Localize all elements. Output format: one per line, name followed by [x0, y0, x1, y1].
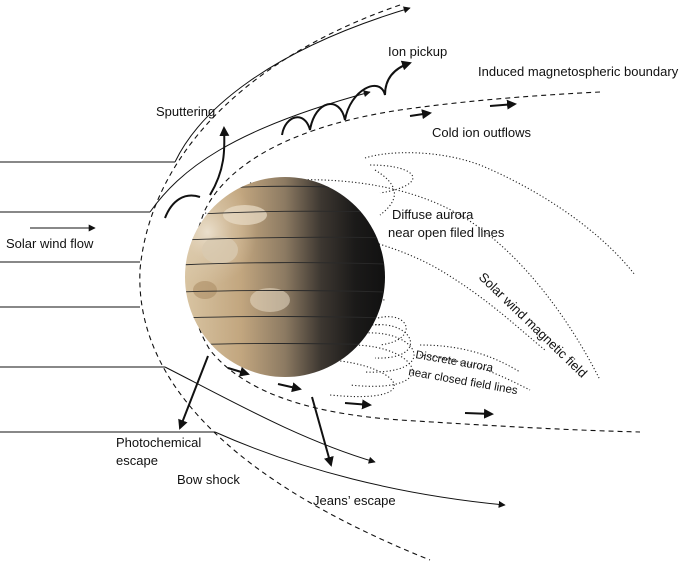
planet-icon [185, 177, 385, 377]
closed-field-loops [329, 316, 531, 398]
label-solar-wind-flow: Solar wind flow [6, 236, 94, 251]
jeans-escape-arrow [311, 396, 334, 467]
solar-wind-lines [0, 161, 215, 433]
label-photochemical-1: Photochemical [116, 435, 201, 450]
label-induced-boundary: Induced magnetospheric boundary [478, 64, 679, 79]
label-jeans-escape: Jeans’ escape [313, 493, 396, 508]
induced-boundary-line [190, 91, 641, 433]
label-photochemical-2: escape [116, 453, 158, 468]
cold-ion-outflow-arrows [227, 99, 517, 419]
label-discrete-aurora-2: near closed field lines [407, 366, 518, 397]
label-bow-shock: Bow shock [177, 472, 240, 487]
sputtering-arrow [209, 126, 230, 196]
label-ion-pickup: Ion pickup [388, 44, 447, 59]
label-cold-ion-outflows: Cold ion outflows [432, 125, 531, 140]
sputtering-hook [164, 194, 201, 219]
photochemical-escape-arrow [178, 355, 209, 430]
label-diffuse-aurora-1: Diffuse aurora [392, 207, 474, 222]
label-diffuse-aurora-2: near open filed lines [388, 225, 505, 240]
label-sputtering: Sputtering [156, 104, 215, 119]
ion-pickup-arrow [281, 60, 412, 136]
